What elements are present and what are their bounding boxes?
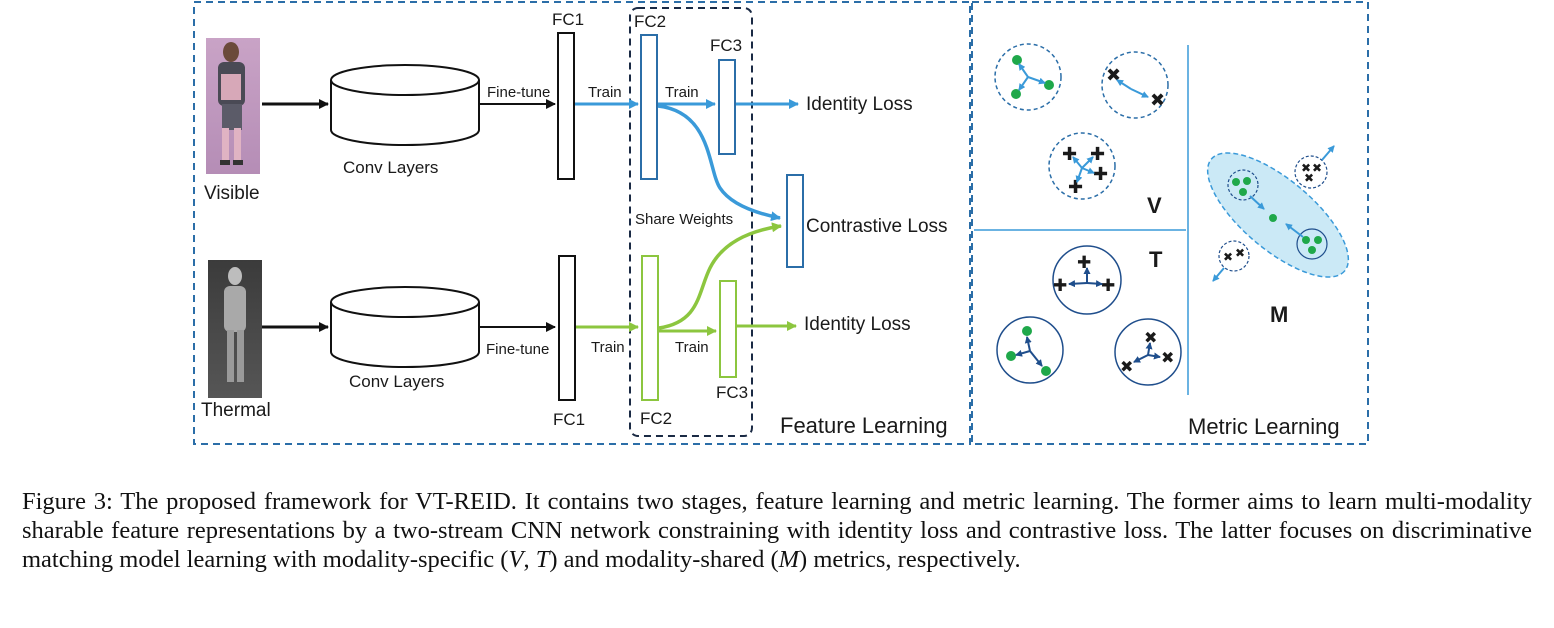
framework-diagram: Visible Conv Layers Fine-tune FC1 Train … xyxy=(193,1,1369,445)
visible-fc2-box xyxy=(640,34,658,180)
metric-t-label: T xyxy=(1149,247,1163,272)
figure-caption: Figure 3: The proposed framework for VT-… xyxy=(22,487,1532,574)
svg-text:✚: ✚ xyxy=(1093,164,1108,184)
metric-m-label: M xyxy=(1270,302,1288,327)
visible-train-label-1: Train xyxy=(588,84,622,101)
visible-train-label-2: Train xyxy=(665,84,699,101)
visible-fc3-box xyxy=(718,59,736,155)
metric-learning-frame xyxy=(971,1,1369,445)
visible-conv-layers-cylinder xyxy=(330,64,480,146)
svg-text:✚: ✚ xyxy=(1068,177,1083,197)
thermal-train-label-1: Train xyxy=(591,339,625,356)
caption-separator: , xyxy=(523,546,536,573)
caption-suffix: ) metrics, respectively. xyxy=(799,546,1021,573)
svg-text:✚: ✚ xyxy=(1053,276,1067,295)
thermal-conv-label: Conv Layers xyxy=(349,372,444,391)
v-green-cluster xyxy=(994,43,1062,111)
visible-label: Visible xyxy=(204,183,260,204)
caption-symbol-t: T xyxy=(535,546,550,573)
thermal-finetune-label: Fine-tune xyxy=(486,341,549,358)
visible-identity-loss-label: Identity Loss xyxy=(806,94,913,115)
svg-text:✚: ✚ xyxy=(1090,144,1105,164)
t-purple-cluster: ✖ ✖ ✖ xyxy=(1114,318,1182,386)
caption-prefix: Figure 3: The proposed framework for VT-… xyxy=(22,488,1532,573)
thermal-identity-loss-label: Identity Loss xyxy=(804,314,911,335)
thermal-fc1-label: FC1 xyxy=(553,410,585,429)
m-shared-ellipse xyxy=(1206,152,1350,278)
svg-text:✚: ✚ xyxy=(1077,253,1091,272)
m-orange-cluster: ✖ ✖ ✖ xyxy=(1294,145,1335,189)
svg-text:✖: ✖ xyxy=(1120,359,1133,376)
m-purple-cluster: ✖ ✖ xyxy=(1212,240,1250,282)
thermal-train-label-2: Train xyxy=(675,339,709,356)
caption-symbol-v: V xyxy=(508,546,524,573)
visible-fc3-label: FC3 xyxy=(710,36,742,55)
metric-learning-label: Metric Learning xyxy=(1188,414,1340,439)
v-purple-cluster: ✚ ✚ ✚ ✚ xyxy=(1048,132,1116,200)
t-green-cluster xyxy=(996,316,1064,384)
visible-fc1-box xyxy=(557,32,575,180)
share-weights-label: Share Weights xyxy=(635,211,733,228)
svg-text:✚: ✚ xyxy=(1062,144,1077,164)
visible-fc2-label: FC2 xyxy=(634,12,666,31)
visible-conv-label: Conv Layers xyxy=(343,158,438,177)
contrastive-loss-label: Contrastive Loss xyxy=(806,216,948,237)
svg-text:✖: ✖ xyxy=(1304,171,1314,185)
svg-text:✖: ✖ xyxy=(1150,90,1165,110)
svg-text:✖: ✖ xyxy=(1223,250,1233,264)
thermal-contrastive-arrow xyxy=(658,222,782,330)
svg-text:✖: ✖ xyxy=(1235,246,1245,260)
thermal-person-image xyxy=(208,260,262,398)
thermal-fc3-box xyxy=(719,280,737,378)
visible-finetune-label: Fine-tune xyxy=(487,84,550,101)
thermal-conv-layers-cylinder xyxy=(330,286,480,368)
visible-person-image xyxy=(206,38,260,174)
thermal-fc2-box xyxy=(641,255,659,401)
visible-contrastive-arrow xyxy=(657,104,781,222)
thermal-fc3-label: FC3 xyxy=(716,383,748,402)
contrastive-box xyxy=(786,174,804,268)
feature-learning-frame xyxy=(193,1,971,445)
thermal-fc1-box xyxy=(558,255,576,401)
shared-weights-frame xyxy=(629,7,753,437)
metric-v-label: V xyxy=(1147,193,1162,218)
svg-text:✖: ✖ xyxy=(1161,350,1174,367)
thermal-label: Thermal xyxy=(201,400,271,421)
feature-learning-label: Feature Learning xyxy=(780,413,948,438)
thermal-fc2-label: FC2 xyxy=(640,409,672,428)
svg-text:✚: ✚ xyxy=(1101,276,1115,295)
caption-symbol-m: M xyxy=(778,546,800,573)
svg-text:✖: ✖ xyxy=(1301,161,1311,175)
v-orange-cluster: ✖ ✖ xyxy=(1101,51,1169,119)
visible-fc1-label: FC1 xyxy=(552,10,584,29)
svg-text:✖: ✖ xyxy=(1312,161,1322,175)
t-orange-cluster: ✚ ✚ ✚ xyxy=(1052,245,1122,315)
caption-middle: ) and modality-shared ( xyxy=(549,546,779,573)
